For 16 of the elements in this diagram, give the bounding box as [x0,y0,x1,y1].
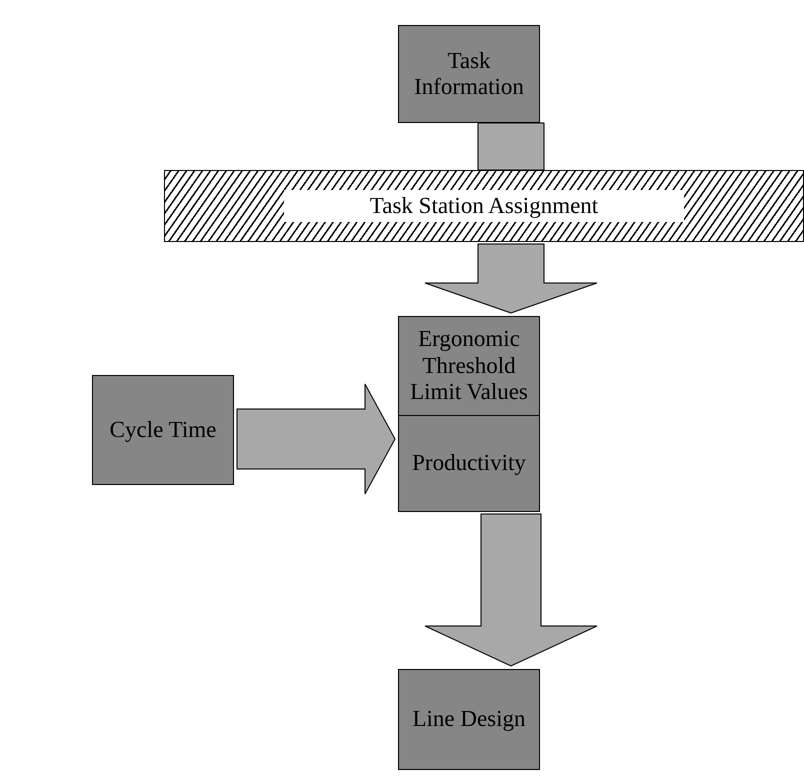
process-box [398,316,540,416]
node-label: Productivity [412,450,526,477]
node-label: Task Information [413,48,525,100]
block-arrow [424,514,598,667]
node-label: Cycle Time [110,416,216,444]
process-box [398,669,540,770]
block-arrow [236,384,396,494]
block-arrow [424,244,598,314]
node-label: Task Station Assignment [284,190,684,222]
process-box [398,25,540,123]
node-label: Ergonomic Threshold Limit Values [409,326,529,406]
process-box [398,415,540,512]
node-label: Line Design [412,706,526,733]
process-box [92,375,234,485]
hatched-band [164,170,804,242]
connector-bar [478,122,544,170]
